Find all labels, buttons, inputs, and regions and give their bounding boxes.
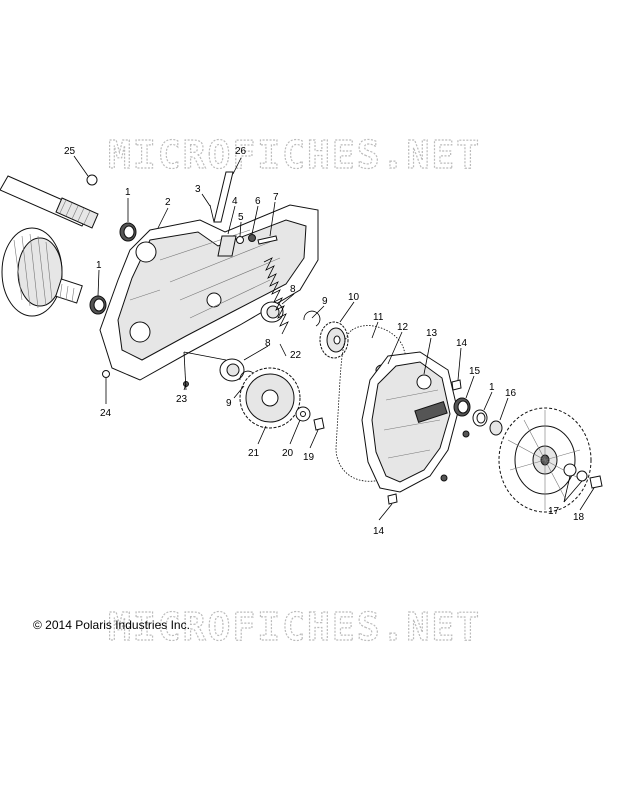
bearing-upper (260, 301, 284, 323)
seal-left-upper (119, 222, 137, 242)
pin (209, 204, 215, 223)
bolt (257, 235, 278, 245)
cap-screw (313, 417, 325, 431)
callout-16: 16 (505, 388, 517, 399)
callout-1-right: 1 (489, 382, 495, 393)
callout-14-bottom: 14 (373, 526, 385, 537)
callout-13: 13 (426, 328, 438, 339)
callout-7: 7 (273, 192, 279, 203)
brake-washer-1 (563, 463, 577, 477)
callout-9-upper: 9 (322, 296, 328, 307)
callout-26: 26 (235, 146, 247, 157)
callout-19: 19 (303, 452, 315, 463)
brake-bearing (489, 420, 503, 436)
callout-10: 10 (348, 292, 360, 303)
callout-24: 24 (100, 408, 112, 419)
bracket (217, 235, 237, 257)
callout-1-lower: 1 (96, 260, 102, 271)
callout-17: 17 (548, 506, 560, 517)
callout-21: 21 (248, 448, 260, 459)
callout-8-upper: 8 (290, 284, 296, 295)
snap-ring-upper (303, 310, 321, 327)
inner-chaincase (99, 204, 319, 381)
watermark-top: MICROFICHES.NET (108, 133, 481, 177)
drive-shaft (0, 175, 99, 229)
callout-18: 18 (573, 512, 585, 523)
callout-11: 11 (373, 312, 384, 323)
outer-chaincase-cover (361, 351, 459, 493)
copyright-notice: © 2014 Polaris Industries Inc. (33, 618, 190, 632)
callout-9-lower: 9 (226, 398, 232, 409)
tensioner-spring (263, 257, 289, 335)
drain-washer (102, 370, 110, 378)
callout-25: 25 (64, 146, 76, 157)
dowel-pin (213, 171, 234, 223)
cover-bolt-bottom (387, 493, 398, 505)
callout-3: 3 (195, 184, 201, 195)
callout-5: 5 (238, 212, 244, 223)
bearing-lower (219, 358, 245, 382)
callout-12: 12 (397, 322, 409, 333)
o-ring (86, 174, 98, 186)
washer (236, 236, 244, 244)
callout-8-lower: 8 (265, 338, 271, 349)
brake-disc (498, 407, 592, 513)
secondary-clutch (1, 227, 83, 317)
brake-bolt (589, 475, 603, 489)
callout-14-top: 14 (456, 338, 468, 349)
callout-4: 4 (232, 196, 238, 207)
nut (248, 234, 256, 242)
callout-23: 23 (176, 394, 188, 405)
callout-20: 20 (282, 448, 294, 459)
watermark-bottom: MICROFICHES.NET (108, 605, 481, 649)
callout-labels: 25 26 1 2 3 4 5 6 7 1 8 9 10 11 12 13 14… (64, 146, 585, 537)
callout-2: 2 (165, 197, 171, 208)
callout-1-upper: 1 (125, 187, 131, 198)
drive-chain (335, 325, 423, 482)
callout-22: 22 (290, 350, 302, 361)
input-sprocket (319, 321, 349, 359)
cover-bolt-top (451, 379, 462, 391)
seal-left-lower (89, 295, 107, 315)
cover-seal (453, 397, 471, 417)
callout-6: 6 (255, 196, 261, 207)
brake-washer-2 (576, 470, 588, 482)
output-gear (239, 367, 301, 429)
callout-15: 15 (469, 366, 481, 377)
leader-lines (73, 155, 595, 521)
